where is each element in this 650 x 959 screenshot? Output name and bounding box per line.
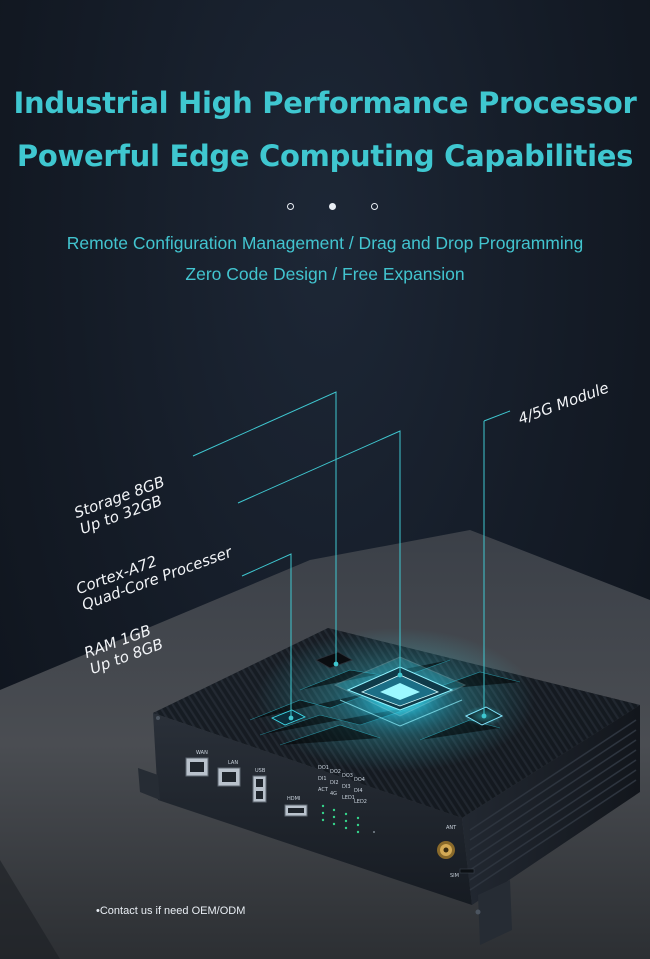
headline-line-2: Powerful Edge Computing Capabilities — [16, 139, 634, 173]
do4-label: DO4 — [354, 777, 365, 783]
hdmi-port — [284, 804, 308, 817]
usb-port — [252, 775, 267, 803]
subtitle-line-1: Remote Configuration Management / Drag a… — [66, 233, 584, 253]
antenna-connector — [437, 841, 455, 859]
di3-label: DI3 — [342, 784, 351, 790]
do1-label: DO1 — [318, 765, 329, 771]
sim-label: SIM — [450, 873, 459, 879]
di4-label: DI4 — [354, 788, 363, 794]
carousel-dot-active[interactable] — [329, 203, 336, 210]
subtitle-line-2: Zero Code Design / Free Expansion — [185, 264, 465, 284]
do2-label: DO2 — [330, 769, 341, 775]
status-leds — [321, 804, 360, 834]
led1-label: LED1 — [342, 795, 355, 801]
usb-label: USB — [255, 768, 266, 774]
product-illustration: WAN LAN USB HDMI DO1 DO2 DO3 DO4 DI1 DI2… — [0, 391, 650, 959]
device-front — [153, 713, 472, 905]
contact-note-text: Contact us if need OEM/ODM — [99, 905, 246, 917]
lan-label: LAN — [228, 760, 238, 766]
headline-line-1: Industrial High Performance Processor — [13, 86, 637, 120]
di1-label: DI1 — [318, 776, 327, 782]
lan-port — [217, 767, 241, 787]
di2-label: DI2 — [330, 780, 339, 786]
hdmi-label: HDMI — [287, 796, 300, 802]
carousel-dot[interactable] — [287, 203, 294, 210]
carousel-dots — [0, 200, 650, 214]
wan-port — [185, 757, 209, 777]
led2-label: LED2 — [354, 799, 367, 805]
ant-label: ANT — [446, 825, 457, 831]
contact-note: •Contact us if need OEM/ODM — [96, 905, 245, 917]
wan-label: WAN — [196, 750, 208, 756]
act-label: ACT — [318, 787, 329, 793]
4g-label: 4G — [330, 791, 337, 797]
carousel-dot[interactable] — [371, 203, 378, 210]
do3-label: DO3 — [342, 773, 353, 779]
sim-slot — [459, 868, 475, 874]
bullet-icon: • — [96, 905, 100, 917]
